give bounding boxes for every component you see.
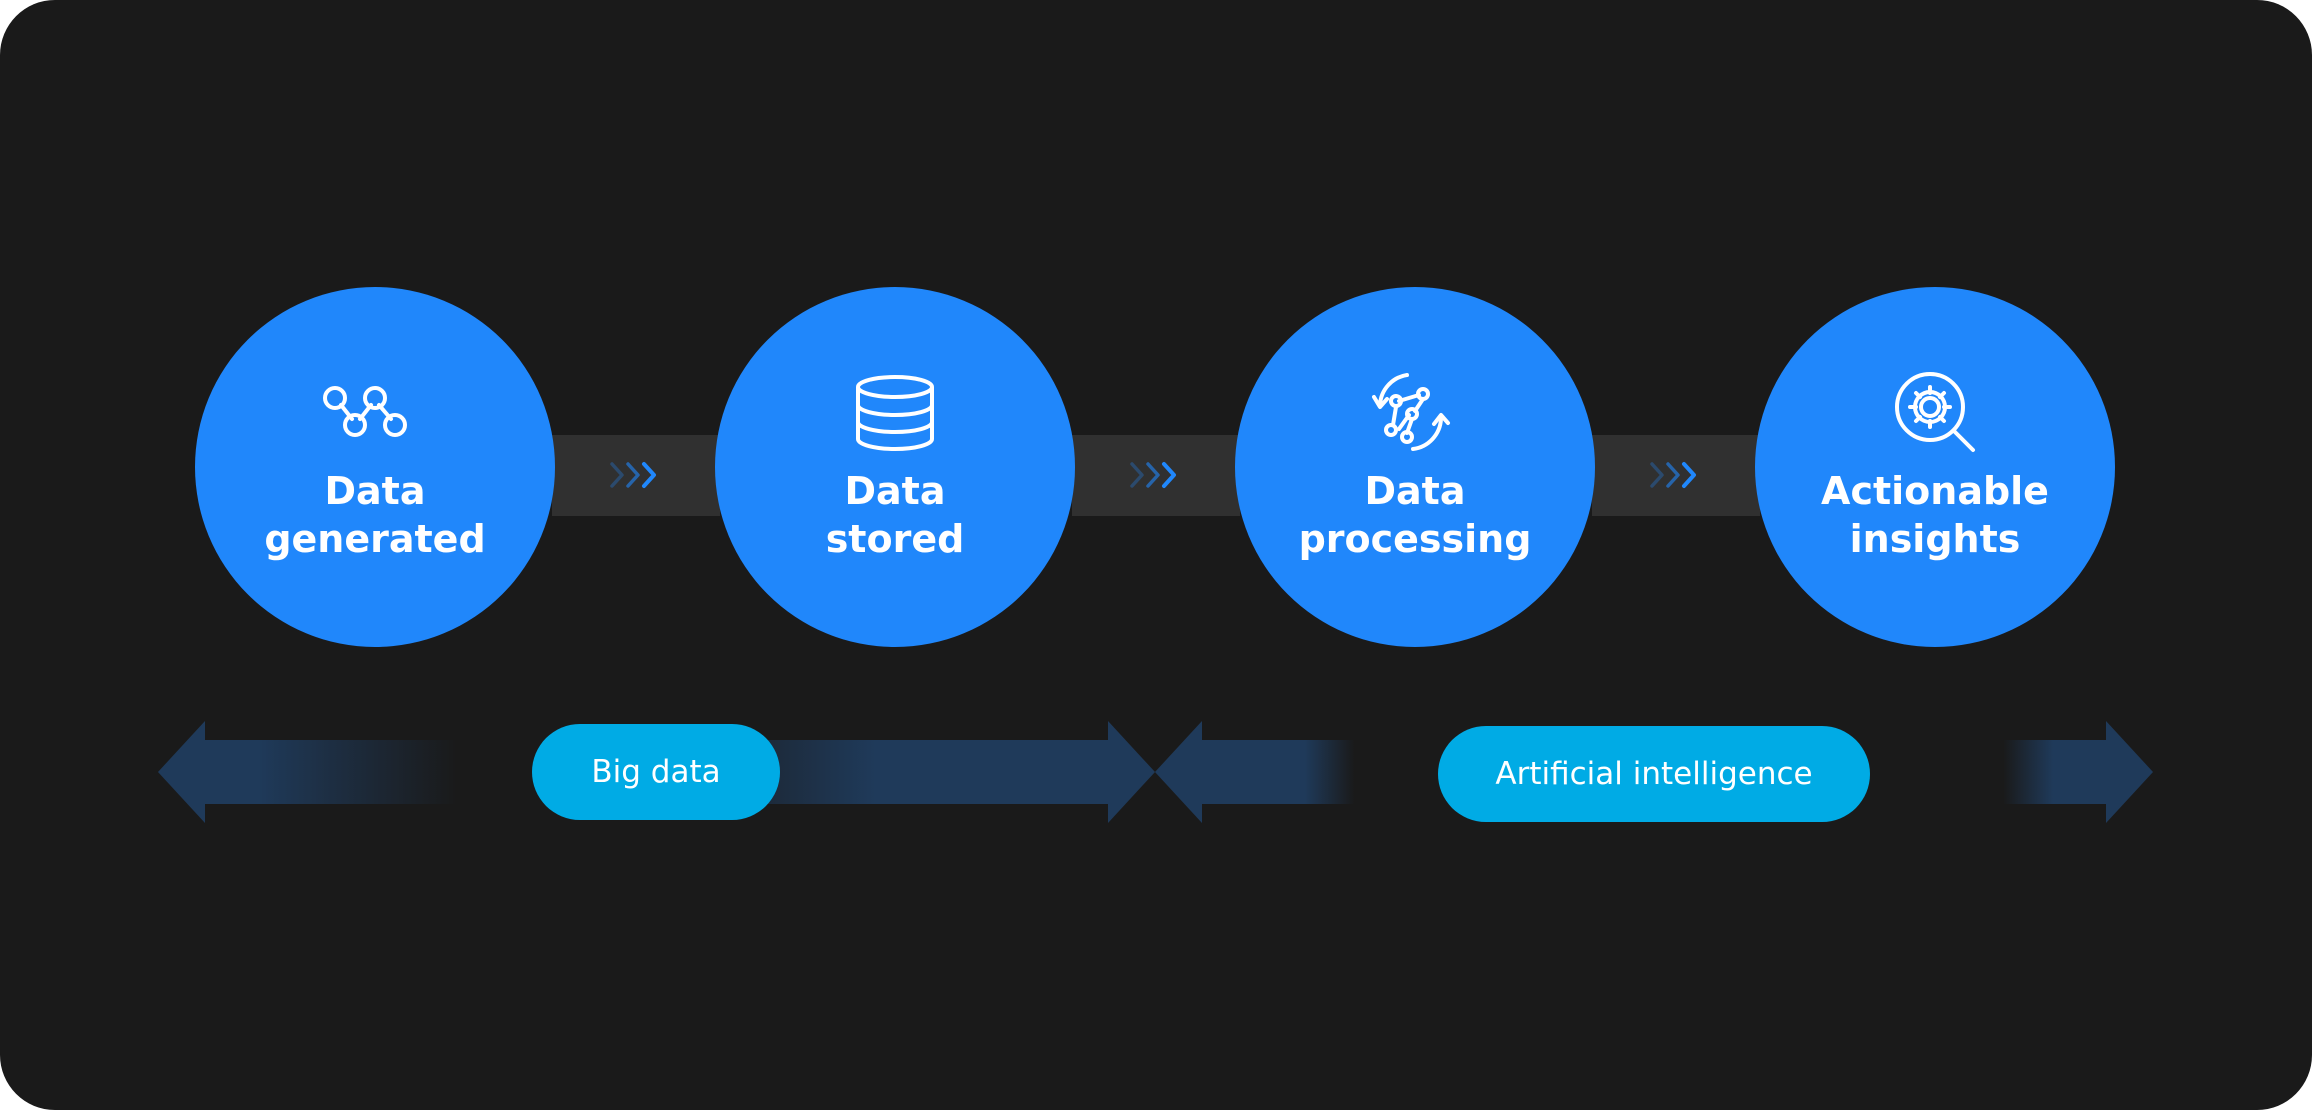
stage-label-line1: Data [1364,469,1466,513]
big-data-pill: Big data [532,724,780,820]
artificial-intelligence-pill: Artificial intelligence [1438,726,1870,822]
pill-label: Artificial intelligence [1495,756,1813,792]
database-icon [856,375,934,451]
stage-label-line2: stored [825,517,965,561]
processing-cycle-icon [1372,373,1450,451]
stage-label-line2: processing [1298,517,1532,561]
stage-label: Actionable insights [1755,467,2115,563]
stage-label: Data processing [1235,467,1595,563]
stage-circle-data-stored: Data stored [715,287,1075,647]
stage-label-line1: Data [324,469,426,513]
stage-circle-data-processing: Data processing [1235,287,1595,647]
chevrons-icon [610,462,656,488]
stage-circle-data-generated: Data generated [195,287,555,647]
stage-label: Data stored [715,467,1075,563]
stage-label-line2: insights [1849,517,2021,561]
pill-label: Big data [591,754,721,790]
chevrons-icon [1650,462,1696,488]
stage-label-line2: generated [264,517,486,561]
chevrons-icon [1130,462,1176,488]
stage-label: Data generated [195,467,555,563]
gear-search-icon [1895,372,1975,452]
stage-label-line1: Actionable [1821,469,2049,513]
nodes-graph-icon [323,386,407,437]
stage-label-line1: Data [844,469,946,513]
stage-circle-actionable-insights: Actionable insights [1755,287,2115,647]
